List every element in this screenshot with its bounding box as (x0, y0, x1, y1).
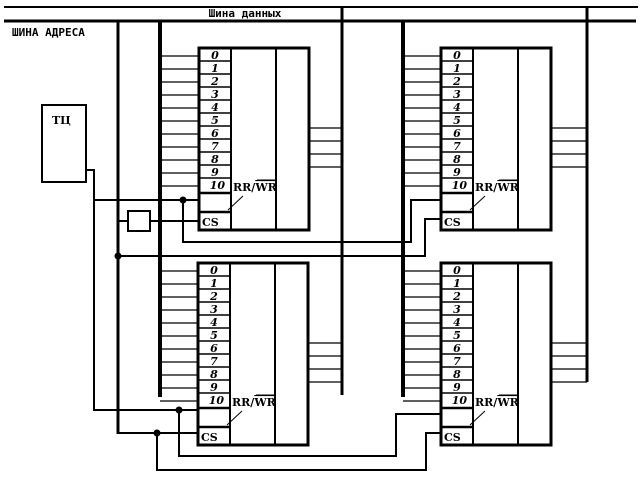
address-pin-label: 2 (452, 290, 461, 303)
address-pin-label: 2 (209, 290, 218, 303)
address-pin-label: 8 (210, 368, 218, 381)
clock-block: ТЦ (41, 104, 87, 183)
address-pin-label: 6 (211, 127, 219, 140)
address-pin-label: 5 (453, 329, 461, 342)
junctions (114, 196, 187, 437)
address-pin-label: 9 (453, 381, 461, 394)
address-pin-label: 5 (211, 114, 219, 127)
address-pin-label: 1 (453, 62, 461, 75)
cs-wire-bottom-left (117, 256, 199, 434)
rw-pointer-arrow (227, 195, 244, 211)
address-pin-label: 4 (453, 101, 461, 114)
cs-label: CS (444, 216, 461, 229)
address-pin-label: 4 (210, 316, 218, 329)
memory-modules: 012345678910CSRR/WR012345678910CSRR/WR01… (160, 46, 587, 447)
rw-pointer-arrow (469, 195, 486, 211)
junction-dot (114, 252, 122, 260)
cs-label: CS (202, 216, 219, 229)
rw-label: RR/WR (232, 396, 277, 409)
address-pin-label: 6 (453, 127, 461, 140)
buffer-box (127, 210, 151, 232)
address-pin-label: 9 (453, 166, 461, 179)
control-wiring (86, 169, 441, 471)
address-pin-label: 7 (210, 355, 218, 368)
clock-block-label: ТЦ (52, 114, 71, 127)
address-pin-label: 2 (452, 75, 461, 88)
address-pin-label: 3 (210, 303, 218, 316)
rw-wire-to-top-right (182, 199, 441, 243)
rw-label: RR/WR (475, 396, 520, 409)
address-pin-label: 6 (453, 342, 461, 355)
address-pin-label: 1 (453, 277, 461, 290)
data-bus-label: Шина данных (209, 7, 282, 20)
address-pin-label: 4 (211, 101, 219, 114)
address-pin-label: 1 (211, 62, 219, 75)
address-pin-label: 0 (210, 264, 218, 277)
data-bus (4, 6, 638, 395)
address-pin-label: 7 (453, 355, 461, 368)
junction-dot (153, 429, 161, 437)
address-pin-label: 1 (210, 277, 218, 290)
address-pin-label: 3 (211, 88, 219, 101)
address-pin-label: 10 (452, 394, 468, 407)
rw-label: RR/WR (475, 181, 520, 194)
clock-block-box (41, 104, 87, 183)
cs-label: CS (444, 431, 461, 444)
address-pin-label: 9 (210, 381, 218, 394)
address-pin-label: 5 (210, 329, 218, 342)
address-pin-label: 2 (210, 75, 219, 88)
address-pin-label: 0 (211, 49, 219, 62)
cs-wire-to-top-right (118, 218, 441, 257)
junction-dot (179, 196, 187, 204)
address-pin-label: 8 (453, 368, 461, 381)
rw-pointer-arrow (226, 410, 243, 426)
cs-wire-to-bottom-right (156, 432, 441, 471)
clock-output-wire (86, 169, 199, 411)
address-pin-label: 7 (211, 140, 219, 153)
address-pin-label: 4 (453, 316, 461, 329)
address-pin-label: 7 (453, 140, 461, 153)
address-pin-label: 10 (210, 179, 226, 192)
rw-pointer-arrow (469, 410, 486, 426)
address-pin-label: 6 (210, 342, 218, 355)
rw-wire-to-bottom-right (178, 410, 441, 457)
address-pin-label: 3 (453, 88, 461, 101)
address-pin-label: 10 (209, 394, 225, 407)
address-pin-label: 0 (453, 49, 461, 62)
cs-label: CS (201, 431, 218, 444)
address-pin-label: 8 (211, 153, 219, 166)
rw-label: RR/WR (233, 181, 278, 194)
address-pin-label: 3 (453, 303, 461, 316)
address-pin-label: 9 (211, 166, 219, 179)
address-pin-label: 8 (453, 153, 461, 166)
address-pin-label: 5 (453, 114, 461, 127)
address-pin-label: 0 (453, 264, 461, 277)
address-bus-label: ШИНА АДРЕСА (12, 26, 85, 39)
junction-dot (175, 406, 183, 414)
address-pin-label: 10 (452, 179, 468, 192)
